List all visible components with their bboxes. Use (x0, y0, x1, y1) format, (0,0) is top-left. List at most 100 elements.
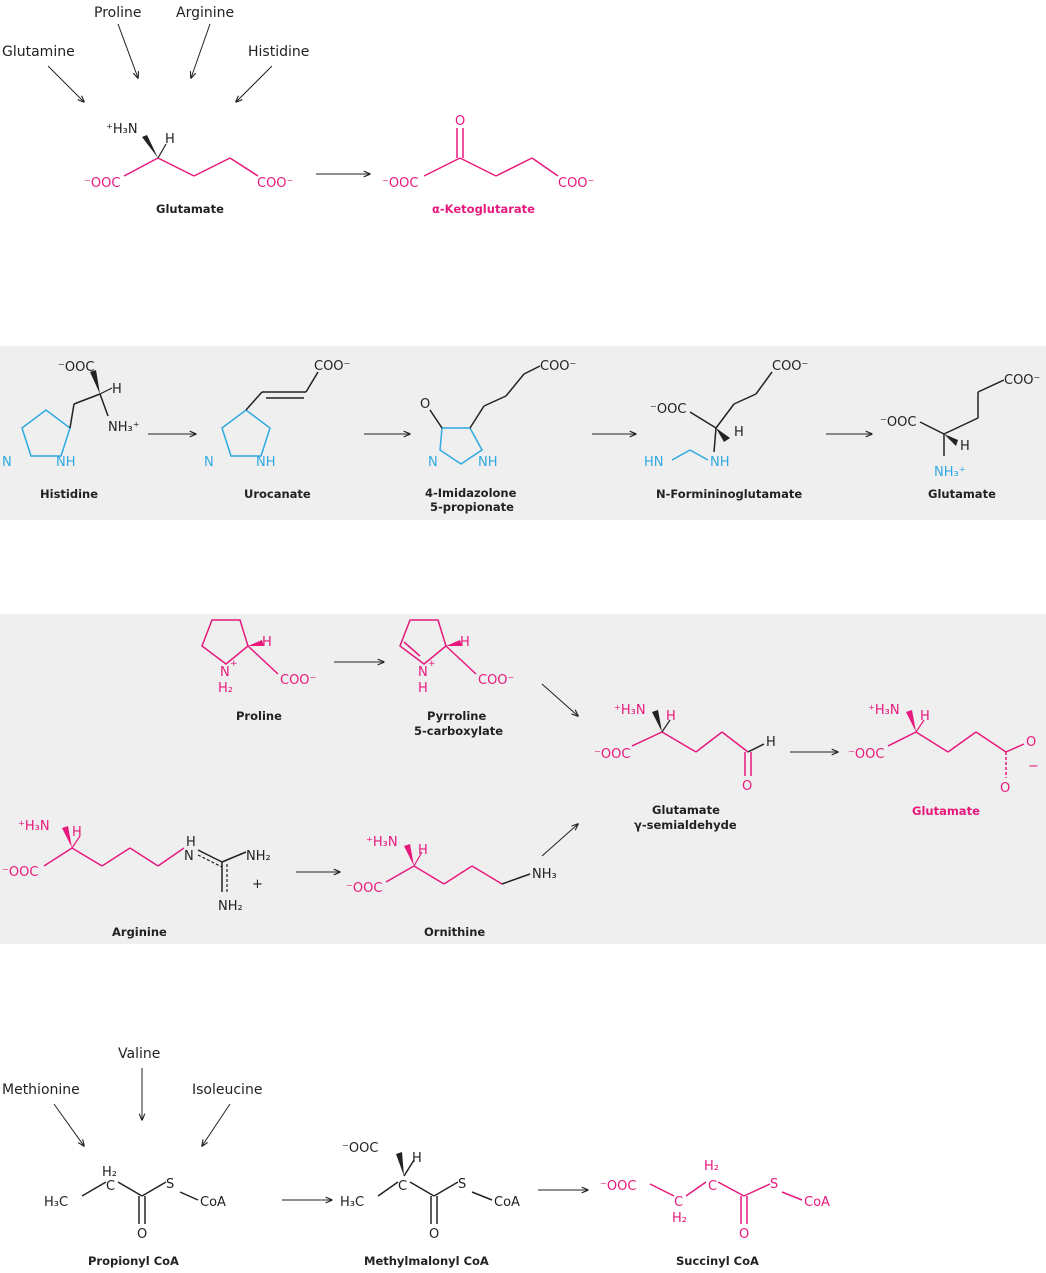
label-semialdehyde-2: γ-semialdehyde (634, 818, 737, 832)
svg-text:NH: NH (710, 455, 730, 470)
label-pyrroline-2: 5-carboxylate (414, 724, 503, 738)
svg-text:CoA: CoA (200, 1195, 226, 1210)
svg-text:NH₂: NH₂ (218, 899, 243, 914)
svg-text:S: S (458, 1177, 466, 1192)
histidine-structure: ⁻OOC H NH₃⁺ N NH (2, 360, 140, 470)
svg-text:O: O (1000, 781, 1010, 796)
svg-text:COO⁻: COO⁻ (257, 176, 293, 191)
svg-text:CoA: CoA (804, 1195, 830, 1210)
svg-text:H₃C: H₃C (340, 1195, 364, 1210)
svg-text:⁻OOC: ⁻OOC (880, 415, 916, 430)
source-glutamine: Glutamine (2, 44, 75, 60)
source-arginine: Arginine (176, 5, 234, 21)
svg-text:N: N (184, 849, 194, 864)
arrow-histidine (236, 65, 273, 102)
source-valine: Valine (118, 1046, 160, 1062)
svg-text:+: + (230, 659, 238, 669)
arrow-p2 (541, 683, 578, 716)
arrow-glutamine (47, 65, 84, 102)
svg-text:O: O (420, 397, 430, 412)
label-histidine: Histidine (40, 487, 98, 501)
pyrroline-carboxylate-structure: H N + H COO⁻ (399, 619, 514, 696)
label-alpha-ketoglutarate: α-Ketoglutarate (432, 202, 535, 216)
svg-text:C: C (708, 1179, 717, 1194)
label-formininoglutamate: N-Formininoglutamate (656, 487, 802, 501)
arginine-structure: ⁺H₃N H ⁻OOC H N NH₂ + NH₂ (2, 819, 271, 914)
svg-text:N: N (204, 455, 214, 470)
svg-text:−: − (1028, 759, 1039, 774)
svg-text:O: O (137, 1227, 147, 1242)
svg-text:+: + (428, 659, 436, 669)
svg-text:⁻OOC: ⁻OOC (58, 360, 94, 375)
svg-text:S: S (166, 1177, 174, 1192)
svg-text:⁻OOC: ⁻OOC (2, 865, 38, 880)
arrow-isoleucine (202, 1103, 231, 1146)
svg-text:NH: NH (56, 455, 76, 470)
svg-text:NH₂: NH₂ (246, 849, 271, 864)
source-histidine: Histidine (248, 44, 309, 60)
svg-text:⁺H₃N: ⁺H₃N (106, 122, 138, 137)
svg-text:⁻OOC: ⁻OOC (346, 881, 382, 896)
label-semialdehyde-1: Glutamate (652, 803, 720, 817)
svg-text:O: O (742, 779, 752, 794)
svg-text:H₂: H₂ (218, 681, 233, 696)
urocanate-structure: COO⁻ N NH (204, 359, 350, 470)
svg-text:H₂: H₂ (672, 1211, 687, 1226)
panel-glutamate-to-alpha-ketoglutarate: Glutamine Proline Arginine Histidine ⁺H₃… (2, 5, 594, 216)
label-propionyl-coa: Propionyl CoA (88, 1254, 179, 1268)
svg-text:NH: NH (478, 455, 498, 470)
svg-text:O: O (739, 1227, 749, 1242)
label-imidazolone-2: 5-propionate (430, 500, 514, 514)
source-isoleucine: Isoleucine (192, 1082, 262, 1098)
svg-text:H: H (72, 825, 82, 840)
svg-text:⁺H₃N: ⁺H₃N (366, 835, 398, 850)
svg-text:⁻OOC: ⁻OOC (600, 1179, 636, 1194)
svg-text:⁺H₃N: ⁺H₃N (18, 819, 50, 834)
svg-text:H: H (165, 132, 175, 147)
label-arginine: Arginine (112, 925, 167, 939)
panel-propionyl-to-succinyl-coa: Valine Methionine Isoleucine H₃C H₂ C S … (2, 1046, 830, 1268)
formininoglutamate-structure: ⁻OOC H COO⁻ HN NH (644, 359, 808, 470)
svg-text:+: + (252, 877, 263, 892)
svg-text:H: H (460, 635, 470, 650)
svg-text:C: C (398, 1179, 407, 1194)
label-ornithine: Ornithine (424, 925, 485, 939)
svg-text:COO⁻: COO⁻ (280, 673, 316, 688)
svg-text:⁺H₃N: ⁺H₃N (614, 703, 646, 718)
svg-text:⁻OOC: ⁻OOC (382, 176, 418, 191)
svg-text:NH₃⁺: NH₃⁺ (934, 465, 966, 480)
svg-text:C: C (674, 1195, 683, 1210)
svg-text:C: C (106, 1179, 115, 1194)
svg-text:HN: HN (644, 455, 664, 470)
svg-text:H: H (186, 835, 196, 850)
arrow-arginine (191, 23, 211, 78)
succinyl-coa-structure: ⁻OOC C H₂ H₂ C S CoA O (600, 1159, 830, 1242)
alpha-ketoglutarate-structure: O ⁻OOC COO⁻ (382, 114, 594, 191)
svg-text:H₂: H₂ (704, 1159, 719, 1174)
svg-text:NH: NH (256, 455, 276, 470)
source-methionine: Methionine (2, 1082, 80, 1098)
panel-background (0, 614, 1046, 944)
label-imidazolone-1: 4-Imidazolone (425, 486, 517, 500)
ornithine-structure: ⁺H₃N H ⁻OOC NH₃ (346, 835, 557, 896)
svg-text:H: H (960, 439, 970, 454)
svg-text:NH₃⁺: NH₃⁺ (108, 420, 140, 435)
svg-text:COO⁻: COO⁻ (558, 176, 594, 191)
svg-text:COO⁻: COO⁻ (772, 359, 808, 374)
svg-text:H: H (412, 1151, 422, 1166)
arrow-proline (117, 23, 138, 78)
svg-text:N: N (2, 455, 12, 470)
svg-text:H₂: H₂ (102, 1165, 117, 1180)
svg-text:H: H (766, 735, 776, 750)
svg-text:CoA: CoA (494, 1195, 520, 1210)
label-succinyl-coa: Succinyl CoA (676, 1254, 759, 1268)
svg-text:H: H (418, 681, 428, 696)
svg-text:⁻OOC: ⁻OOC (848, 747, 884, 762)
label-glutamate-2: Glutamate (928, 487, 996, 501)
svg-text:H₃C: H₃C (44, 1195, 68, 1210)
svg-text:⁺H₃N: ⁺H₃N (868, 703, 900, 718)
arrow-methionine (53, 1103, 84, 1146)
svg-text:H: H (262, 635, 272, 650)
glutamate-structure-2: ⁻OOC H NH₃⁺ COO⁻ (880, 373, 1040, 480)
